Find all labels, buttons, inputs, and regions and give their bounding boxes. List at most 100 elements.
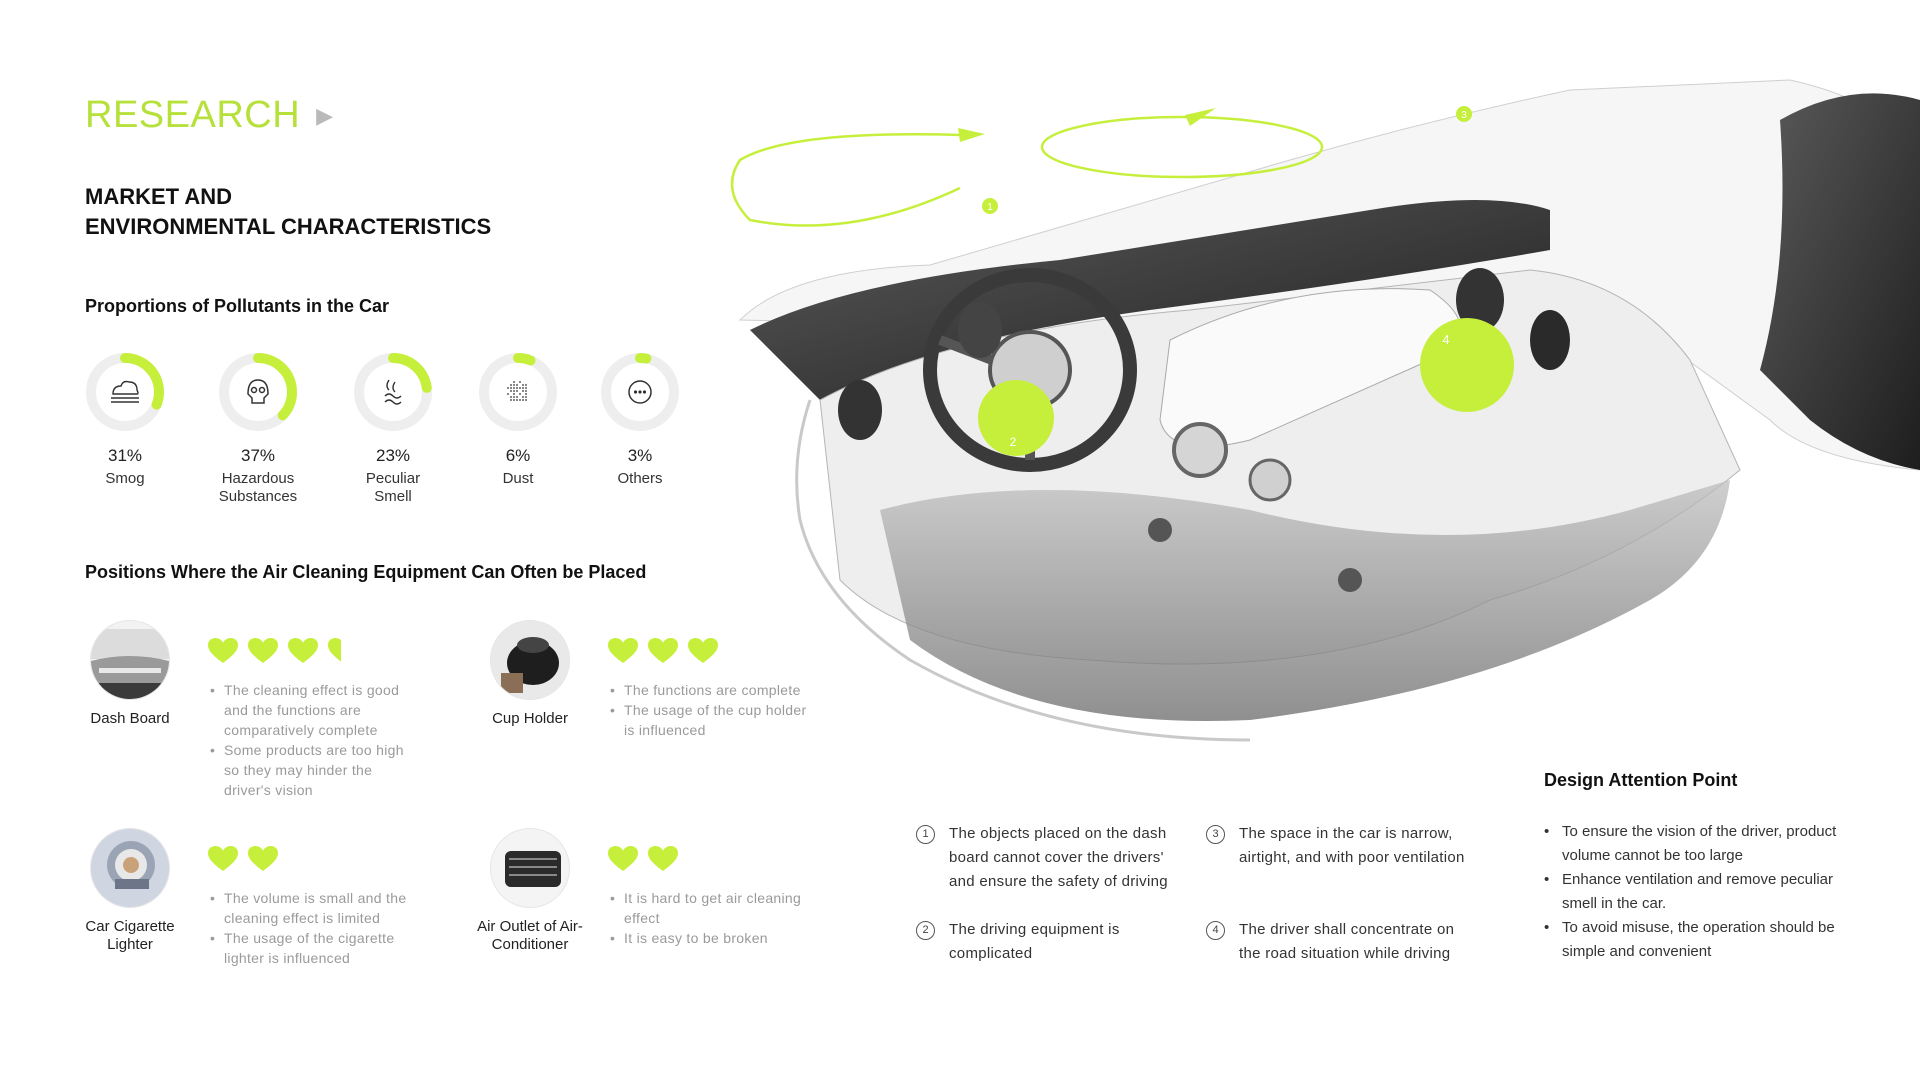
- donut-chart: [354, 353, 432, 431]
- position-note: The usage of the cigarette lighter is in…: [208, 928, 418, 968]
- note-1: 1 The objects placed on the dash board c…: [916, 822, 1186, 894]
- donut-others: 3% Others: [600, 352, 680, 488]
- position-notes: The volume is small and the cleaning eff…: [208, 888, 418, 968]
- donut-arc: [601, 353, 679, 431]
- more-icon: [628, 380, 652, 404]
- cup-holder-thumbnail: [490, 620, 570, 700]
- air-outlet-thumbnail: [490, 828, 570, 908]
- car-interior-sketch: 1 2 3 4: [730, 79, 1920, 742]
- note-text: The objects placed on the dash board can…: [949, 825, 1168, 890]
- donut-arc: [354, 353, 432, 431]
- position-note: The volume is small and the cleaning eff…: [208, 888, 418, 928]
- pollutant-percent: 23%: [375, 446, 411, 465]
- marker-4: [1420, 318, 1514, 412]
- note-2: 2 The driving equipment is complicated: [916, 918, 1186, 966]
- note-number: 3: [1206, 825, 1225, 844]
- position-card-air-outlet: Air Outlet of Air-Conditioner It is hard…: [477, 828, 910, 1028]
- heart-icon: [648, 638, 678, 663]
- design-attention-list: To ensure the vision of the driver, prod…: [1544, 820, 1854, 964]
- svg-text:3: 3: [1461, 110, 1467, 121]
- marker-3: [1456, 106, 1472, 122]
- heart-icon: [288, 638, 318, 663]
- note-number: 4: [1206, 921, 1225, 940]
- position-label: Car Cigarette Lighter: [85, 918, 175, 953]
- note-text: The driver shall concentrate on the road…: [1239, 921, 1455, 962]
- position-note: The usage of the cup holder is influence…: [608, 700, 818, 740]
- position-notes: The functions are complete The usage of …: [608, 680, 818, 740]
- pollutants-heading: Proportions of Pollutants in the Car: [85, 296, 390, 316]
- subtitle-line-2: ENVIRONMENTAL CHARACTERISTICS: [85, 214, 492, 239]
- donut-smog: 31% Smog: [85, 352, 165, 488]
- design-attention-item: To avoid misuse, the operation should be…: [1544, 916, 1854, 964]
- svg-text:1: 1: [987, 202, 993, 213]
- donut-chart: [479, 353, 557, 431]
- note-number: 1: [916, 825, 935, 844]
- position-card-cup-holder: Cup Holder The functions are complete Th…: [490, 620, 910, 820]
- donut-arc: [86, 353, 164, 431]
- position-label: Cup Holder: [492, 710, 568, 727]
- position-label: Air Outlet of Air-Conditioner: [477, 918, 583, 953]
- positions-heading: Positions Where the Air Cleaning Equipme…: [85, 562, 647, 582]
- pollutant-label: Others: [617, 470, 663, 487]
- note-3: 3 The space in the car is narrow, airtig…: [1206, 822, 1476, 870]
- play-arrow-icon: ▶: [316, 102, 334, 128]
- donut-chart: [219, 353, 297, 431]
- subtitle-line-1: MARKET AND: [85, 184, 233, 209]
- svg-text:2: 2: [1010, 435, 1017, 449]
- svg-text:4: 4: [1442, 332, 1449, 347]
- donut-arc: [479, 353, 557, 431]
- note-text: The driving equipment is complicated: [949, 921, 1120, 962]
- rating-hearts: [208, 846, 278, 872]
- pollutant-percent: 3%: [627, 446, 653, 465]
- position-label: Dash Board: [90, 710, 170, 727]
- design-attention-item: Enhance ventilation and remove peculiar …: [1544, 868, 1854, 916]
- skull-icon: [247, 379, 269, 404]
- heart-icon: [248, 638, 278, 663]
- smog-icon: [111, 380, 139, 403]
- pollutant-percent: 31%: [107, 446, 143, 465]
- marker-1: [982, 198, 998, 214]
- position-note: It is hard to get air cleaning effect: [608, 888, 818, 928]
- heart-icon: [608, 638, 638, 663]
- pollutant-label: Dust: [502, 470, 534, 487]
- section-title: RESEARCH ▶: [85, 94, 334, 137]
- position-note: The functions are complete: [608, 680, 818, 700]
- rating-hearts: [608, 846, 678, 872]
- smell-icon: [384, 379, 402, 405]
- position-card-cigarette-lighter: Car Cigarette Lighter The volume is smal…: [85, 828, 510, 1028]
- position-note: Some products are too high so they may h…: [208, 740, 418, 800]
- heart-icon: [648, 846, 678, 871]
- cigarette-lighter-thumbnail: [90, 828, 170, 908]
- note-4: 4 The driver shall concentrate on the ro…: [1206, 918, 1476, 966]
- heart-icon: [248, 846, 278, 871]
- note-text: The space in the car is narrow, airtight…: [1239, 825, 1465, 866]
- rating-hearts: [608, 638, 718, 664]
- design-attention-item: To ensure the vision of the driver, prod…: [1544, 820, 1854, 868]
- dash-board-thumbnail: [90, 620, 170, 700]
- page-subtitle: MARKET AND ENVIRONMENTAL CHARACTERISTICS: [85, 182, 491, 242]
- rating-hearts: [208, 638, 358, 664]
- position-notes: The cleaning effect is good and the func…: [208, 680, 418, 800]
- donut-dust: 6% Dust: [478, 352, 558, 488]
- heart-icon: [608, 846, 638, 871]
- pollutant-percent: 6%: [505, 446, 531, 465]
- position-notes: It is hard to get air cleaning effect It…: [608, 888, 818, 948]
- marker-2: [978, 380, 1054, 456]
- dust-icon: [507, 381, 527, 401]
- donut-arc: [219, 353, 297, 431]
- donut-chart: [86, 353, 164, 431]
- research-title: RESEARCH: [85, 94, 301, 136]
- pollutant-percent: 37%: [240, 446, 276, 465]
- pollutant-label: Smog: [105, 470, 145, 487]
- heart-icon: [208, 846, 238, 871]
- position-card-dash-board: Dash Board The cleaning effect is good a…: [90, 620, 510, 820]
- design-attention-title: Design Attention Point: [1544, 770, 1738, 790]
- heart-icon: [208, 638, 238, 663]
- position-note: The cleaning effect is good and the func…: [208, 680, 418, 740]
- heart-icon: [328, 638, 341, 662]
- donut-chart: [601, 353, 679, 431]
